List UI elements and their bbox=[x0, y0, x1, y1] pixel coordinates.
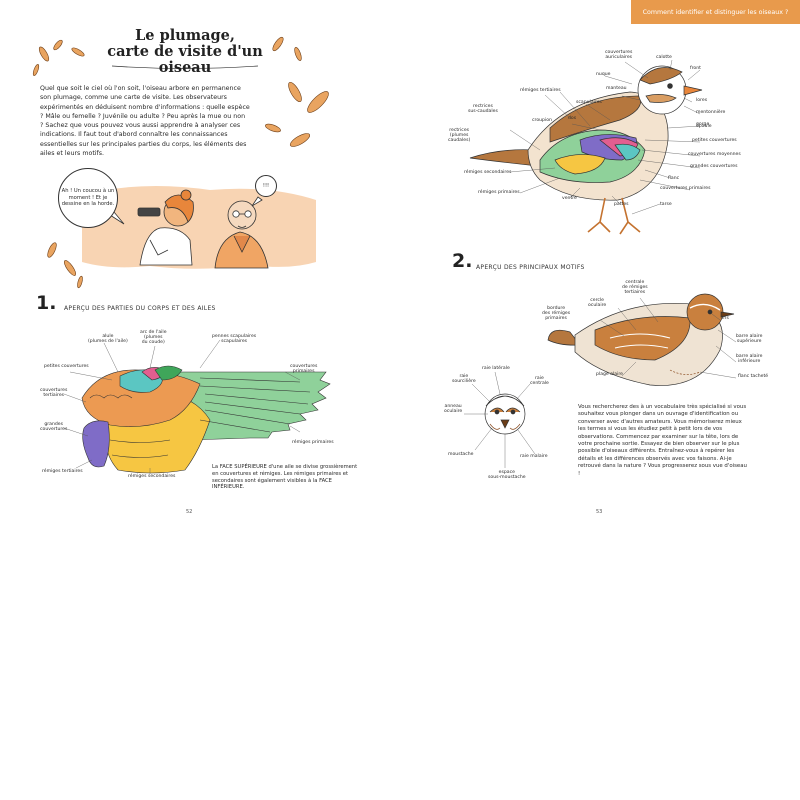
label-alula: alule(plumes de l'aile) bbox=[88, 334, 128, 345]
feather-icon bbox=[307, 91, 329, 113]
motif-bird bbox=[547, 293, 735, 386]
label-remiges-secondaires: rémiges secondaires bbox=[464, 170, 512, 175]
intro-text: Quel que soit le ciel où l'on soit, l'oi… bbox=[40, 85, 250, 158]
label-couvertures-moyennes: couvertures moyennes bbox=[688, 152, 741, 157]
label-tarse: tarse bbox=[660, 202, 672, 207]
page-number-right: 53 bbox=[596, 509, 603, 515]
page-title: Le plumage, carte de visite d'un oiseau bbox=[107, 27, 263, 76]
label-iris: iris bbox=[722, 316, 729, 321]
label-plage-alaire: plage alaire bbox=[596, 372, 624, 377]
feather-icon bbox=[272, 36, 284, 52]
label-nuque: nuque bbox=[596, 72, 611, 77]
feather-decorations bbox=[32, 36, 331, 474]
page-number-left: 52 bbox=[186, 509, 193, 515]
feather-icon bbox=[294, 47, 302, 61]
feather-icon bbox=[32, 64, 40, 76]
wing-diagram bbox=[81, 365, 331, 474]
label-grandes-couvertures: grandes couvertures bbox=[690, 164, 738, 169]
label-remiges-tertiaires: rémiges tertiaires bbox=[42, 469, 83, 474]
label-mentonniere: mentonnière bbox=[696, 110, 726, 115]
label-dos: dos bbox=[568, 116, 577, 121]
label-flanc-tachete: flanc tacheté bbox=[738, 374, 769, 379]
birdwatcher-man bbox=[214, 200, 269, 269]
chapter-banner: Comment identifier et distinguer les ois… bbox=[631, 0, 800, 24]
birdwatcher-woman bbox=[137, 189, 194, 266]
label-raie-laterale: raie latérale bbox=[482, 366, 510, 371]
feather-icon bbox=[53, 39, 63, 51]
label-scapulaires: scapulaires bbox=[576, 100, 602, 105]
feather-icon bbox=[71, 47, 85, 57]
label-remiges-secondaires: rémiges secondaires bbox=[128, 474, 176, 479]
label-petites-couvertures: petites couvertures bbox=[44, 364, 89, 369]
bird-illustrations bbox=[464, 59, 737, 468]
label-manteau: manteau bbox=[606, 86, 627, 91]
section-2-heading: APERÇU DES PRINCIPAUX MOTIFS bbox=[476, 264, 585, 271]
label-front: front bbox=[690, 66, 701, 71]
label-calotte: calotte bbox=[656, 55, 672, 60]
label-moustache: moustache bbox=[448, 452, 474, 457]
feather-icon bbox=[265, 123, 281, 133]
wing-caption: La FACE SUPÉRIEURE d'une aile se divise … bbox=[212, 464, 358, 491]
label-epaule: épaule bbox=[696, 124, 712, 129]
section-1-heading: APERÇU DES PARTIES DU CORPS ET DES AILES bbox=[64, 305, 216, 312]
section-2-number: 2. bbox=[452, 250, 473, 272]
label-pattes: pattes bbox=[614, 202, 629, 207]
feather-icon bbox=[47, 242, 57, 258]
label-remiges-primaires: rémiges primaires bbox=[292, 440, 334, 445]
feather-icon bbox=[77, 275, 83, 289]
feather-icon bbox=[288, 81, 302, 103]
binoculars-icon bbox=[137, 207, 161, 217]
speech-bubble-right: !!! bbox=[255, 175, 277, 197]
label-flanc: flanc bbox=[668, 176, 680, 181]
feather-icon bbox=[63, 260, 77, 276]
label-croupion: croupion bbox=[532, 118, 552, 123]
left-page: Le plumage, carte de visite d'un oiseau … bbox=[32, 27, 358, 515]
label-remiges-tertiaires: rémiges tertiaires bbox=[520, 88, 561, 93]
speech-bubble-left: Ah ! Un coucou à un moment ! Et je dessi… bbox=[58, 168, 118, 228]
feather-icon bbox=[38, 46, 50, 62]
feather-icon bbox=[289, 133, 311, 147]
head-detail bbox=[484, 393, 526, 435]
label-raie-malaire: raie malaire bbox=[520, 454, 548, 459]
label-ventre: ventre bbox=[562, 196, 577, 201]
label-lores: lores bbox=[696, 98, 708, 103]
right-page: Comment identifier et distinguer les ois… bbox=[400, 0, 800, 800]
label-petites-couvertures: petites couvertures bbox=[692, 138, 737, 143]
label-couvertures-primaires: couvertures primaires bbox=[660, 186, 711, 191]
label-remiges-primaires: rémiges primaires bbox=[478, 190, 520, 195]
bird-topography bbox=[469, 65, 703, 235]
section-1-number: 1. bbox=[36, 292, 57, 314]
label-gorge: gorge bbox=[696, 122, 710, 127]
motif-paragraph: Vous rechercherez des à un vocabulaire t… bbox=[578, 404, 747, 477]
